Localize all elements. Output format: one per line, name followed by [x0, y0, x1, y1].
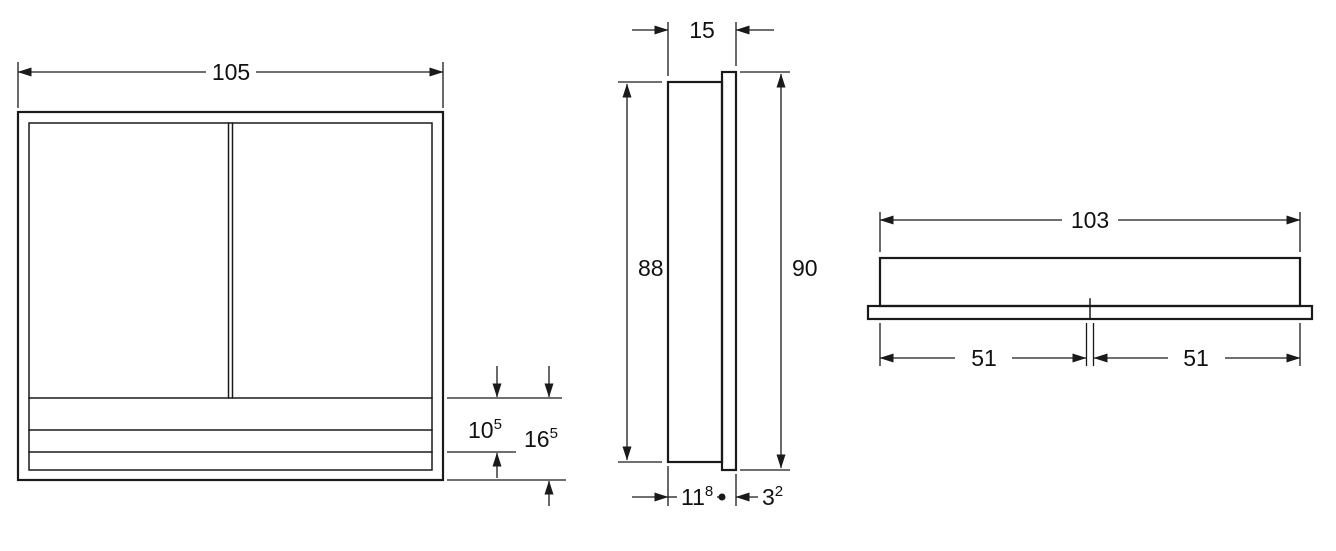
dim-label-top-width: 103 [1071, 207, 1109, 233]
dim-label-front-width: 105 [212, 59, 250, 85]
side-body-outline [666, 80, 724, 464]
dim-label-side-height-back: 90 [792, 255, 818, 281]
dim-label-side-depth-body: 118 [681, 483, 713, 510]
dim-label-side-depth-back: 32 [762, 483, 783, 510]
dim-side-height-front: 88 [618, 81, 664, 463]
dim-top-halves: 51 51 [879, 323, 1301, 371]
dim-top-width: 103 [879, 207, 1301, 252]
side-view: 15 88 90 118 32 [618, 17, 818, 510]
dim-label-side-height-front: 88 [638, 255, 664, 281]
dim-label-top-half-right: 51 [1183, 345, 1209, 371]
cabinet-outer-edge [16, 110, 445, 482]
dim-front-width: 105 [17, 59, 444, 108]
dim-side-bottom-depths: 118 32 [632, 466, 783, 510]
dim-front-shelf: 105 165 [447, 366, 566, 506]
dim-side-depth: 15 [632, 17, 774, 76]
dimension-junction-dot [718, 493, 726, 501]
top-view: 103 51 51 [866, 207, 1314, 371]
dim-label-front-shelf: 105 [468, 416, 502, 443]
side-back-panel [720, 70, 738, 472]
dim-label-front-bottom: 165 [524, 425, 558, 452]
dim-label-top-half-left: 51 [971, 345, 997, 371]
dim-label-side-depth: 15 [689, 17, 715, 43]
dim-side-height-back: 90 [740, 71, 818, 471]
front-view: 105 105 165 [16, 59, 566, 506]
cabinet-inner-frame [28, 122, 433, 471]
